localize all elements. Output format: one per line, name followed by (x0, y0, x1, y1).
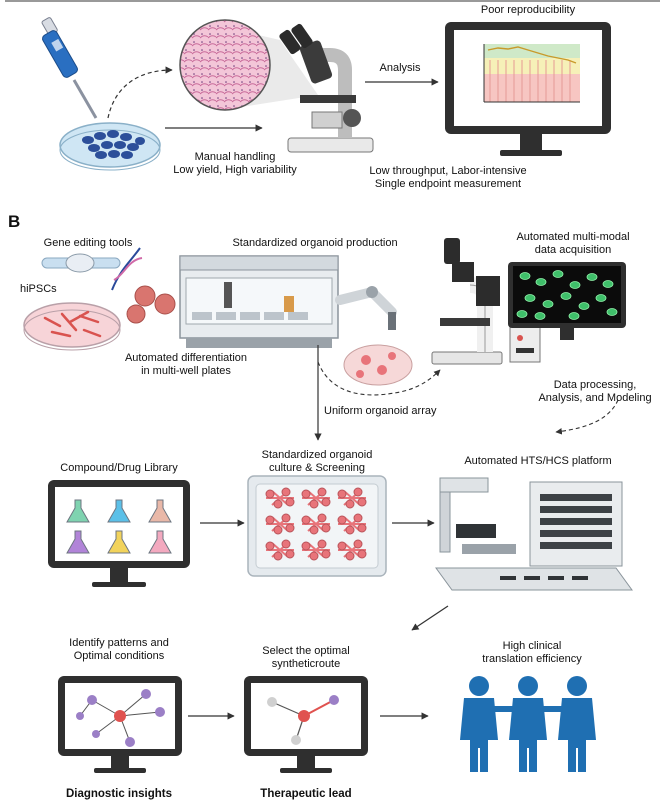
therapeutic-lead-label: Therapeutic lead (260, 788, 352, 800)
flask-icon (148, 530, 172, 554)
organoid-well (337, 487, 367, 509)
clinical-label-2: translation efficiency (482, 653, 582, 665)
multimodal-label-1: Automated multi-modal (516, 231, 630, 243)
uniform-array-label: Uniform organoid array (324, 405, 437, 417)
organoid-wells (265, 487, 367, 561)
organoid-well (337, 539, 367, 561)
organoid-well (265, 539, 295, 561)
flask-icon (66, 530, 90, 554)
standardized-culture-label-2: culture & Screening (269, 462, 365, 474)
automated-differentiation-label-2: in multi-well plates (141, 365, 231, 377)
tissue-section-icon (179, 19, 318, 111)
low-yield-label: Low yield, High variability (173, 164, 297, 176)
flask-icon (66, 499, 90, 523)
automated-differentiation-label-1: Automated differentiation (124, 352, 248, 364)
gene-editing-icon (41, 247, 143, 291)
data-processing-label-1: Data processing, (553, 379, 637, 391)
clinical-label-1: High clinical (502, 640, 562, 652)
gene-editing-label: Gene editing tools (43, 237, 133, 249)
panel-a-monitor-title: Poor reproducibility (480, 4, 576, 16)
pipette-icon (41, 17, 98, 119)
organoid-production-machine-icon (179, 255, 339, 348)
select-route-label-2: syntheticroute (271, 658, 341, 670)
microscope-icon (279, 23, 374, 153)
organoid-well (301, 513, 331, 535)
select-route-label-1: Select the optimal (262, 645, 350, 657)
flask-icon (107, 530, 131, 554)
organoid-well (265, 513, 295, 535)
flask-icon (148, 499, 172, 523)
fluorescence-microscope-icon (431, 238, 503, 365)
fluorescence-monitor-icon (508, 262, 626, 340)
controller-box-icon (509, 325, 541, 363)
flask-icons (66, 499, 172, 554)
diagnostic-monitor-icon (58, 676, 182, 773)
compound-library-label: Compound/Drug Library (60, 462, 178, 474)
hts-platform-icon (435, 477, 633, 591)
single-endpoint-label: Single endpoint measurement (374, 178, 522, 190)
analysis-label: Analysis (379, 62, 421, 74)
organoid-well (301, 539, 331, 561)
robot-arm-icon (335, 286, 397, 330)
multimodal-label-2: data acquisition (534, 244, 612, 256)
organoid-spheres-icon (126, 285, 176, 324)
organoid-well (265, 487, 295, 509)
diagnostic-insights-label: Diagnostic insights (65, 788, 173, 800)
petri-dish-icon (59, 122, 161, 171)
manual-handling-label: Manual handling (194, 151, 276, 163)
organoid-production-label: Standardized organoid production (232, 237, 398, 249)
standardized-culture-label-1: Standardized organoid (261, 449, 373, 461)
hts-platform-label: Automated HTS/HCS platform (464, 455, 612, 467)
panel-b-letter: B (8, 212, 21, 231)
organoid-well (301, 487, 331, 509)
identify-patterns-label-2: Optimal conditions (73, 650, 165, 662)
results-monitor-icon (445, 22, 611, 156)
low-throughput-label: Low throughput, Labor-intensive (369, 165, 527, 177)
organoid-well (337, 513, 367, 535)
hipsc-dish-icon (23, 302, 121, 351)
identify-patterns-label-1: Identify patterns and (69, 637, 169, 649)
hipscs-label: hiPSCs (20, 283, 57, 295)
data-processing-label-2: Analysis, and Modeling (538, 392, 652, 404)
flask-icon (107, 499, 131, 523)
organoid-array-preview-icon (343, 344, 413, 386)
therapeutic-monitor-icon (244, 676, 368, 773)
people-icon (460, 676, 596, 772)
